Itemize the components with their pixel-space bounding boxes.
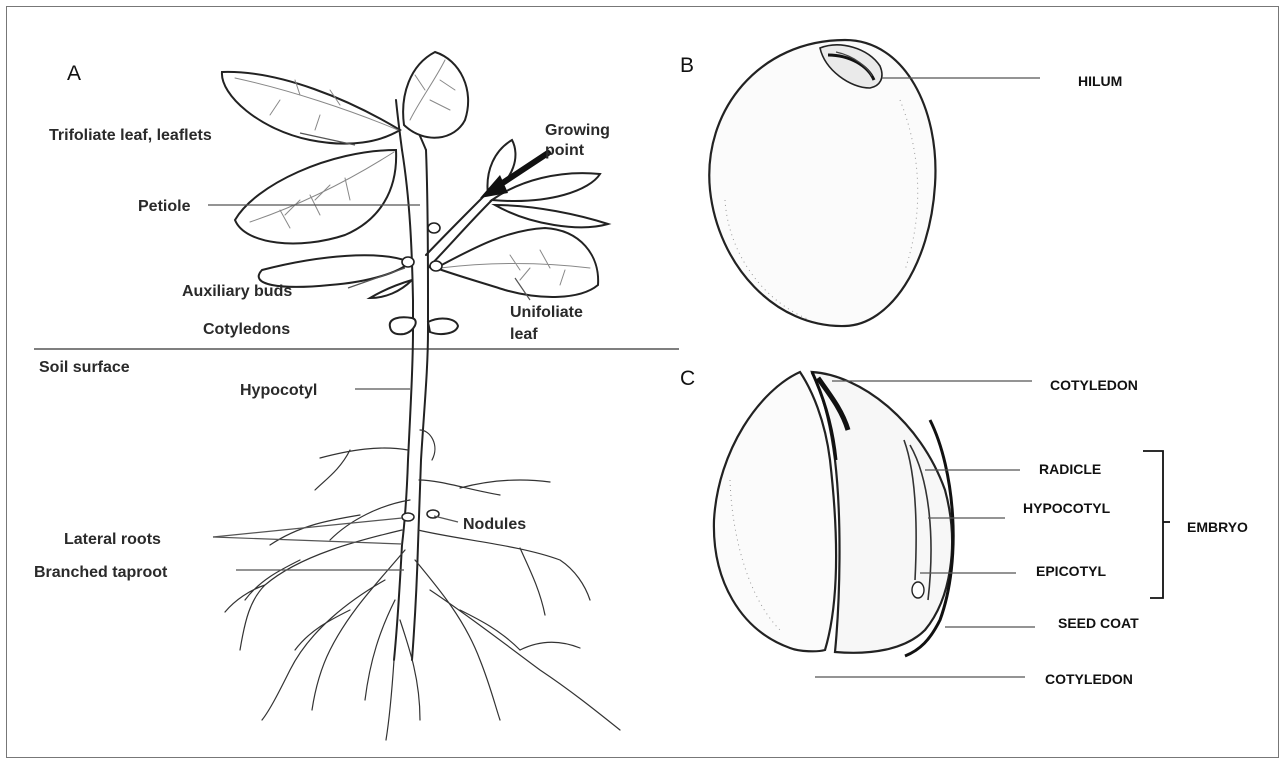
label-epicotyl: EPICOTYL (1036, 563, 1106, 579)
label-radicle: RADICLE (1039, 461, 1101, 477)
label-cotyledon-top: COTYLEDON (1050, 377, 1138, 393)
label-lateral-roots: Lateral roots (64, 531, 161, 548)
label-embryo: EMBRYO (1187, 519, 1248, 535)
cotyledon-structures (390, 317, 458, 334)
label-unifoliate-line1: Unifoliate (510, 304, 583, 321)
label-auxiliary-buds: Auxiliary buds (182, 283, 292, 300)
label-petiole: Petiole (138, 198, 191, 215)
label-hilum: HILUM (1078, 73, 1122, 89)
label-cotyledons: Cotyledons (203, 321, 290, 338)
panel-b-letter: B (680, 54, 694, 77)
split-seed (714, 372, 953, 656)
plant-stem (394, 100, 492, 660)
embryo-bracket (1143, 451, 1170, 598)
seed-c-labels: COTYLEDON RADICLE HYPOCOTYL EMBRYO EPICO… (1023, 377, 1248, 687)
label-nodules: Nodules (463, 516, 526, 533)
panel-c: C COTYLEDON RADICLE HYPOCOTY (680, 367, 1248, 687)
panel-b: B HILUM (680, 40, 1122, 326)
buds (402, 223, 442, 271)
label-trifoliate: Trifoliate leaf, leaflets (49, 127, 212, 144)
label-growing-line2: point (545, 142, 585, 159)
trifoliate-leaflets (222, 52, 468, 243)
roots (225, 430, 620, 740)
label-cotyledon-bottom: COTYLEDON (1045, 671, 1133, 687)
label-soil-surface: Soil surface (39, 359, 130, 376)
label-hypocotyl-seed: HYPOCOTYL (1023, 500, 1111, 516)
label-unifoliate-line2: leaf (510, 326, 538, 343)
label-seed-coat: SEED COAT (1058, 615, 1139, 631)
label-growing-line1: Growing (545, 122, 610, 139)
panel-a: A (34, 52, 679, 740)
whole-seed (709, 40, 935, 326)
panel-a-letter: A (67, 62, 81, 85)
label-hypocotyl: Hypocotyl (240, 382, 317, 399)
nodules (402, 510, 439, 521)
label-branched-taproot: Branched taproot (34, 564, 168, 581)
panel-c-letter: C (680, 367, 695, 390)
